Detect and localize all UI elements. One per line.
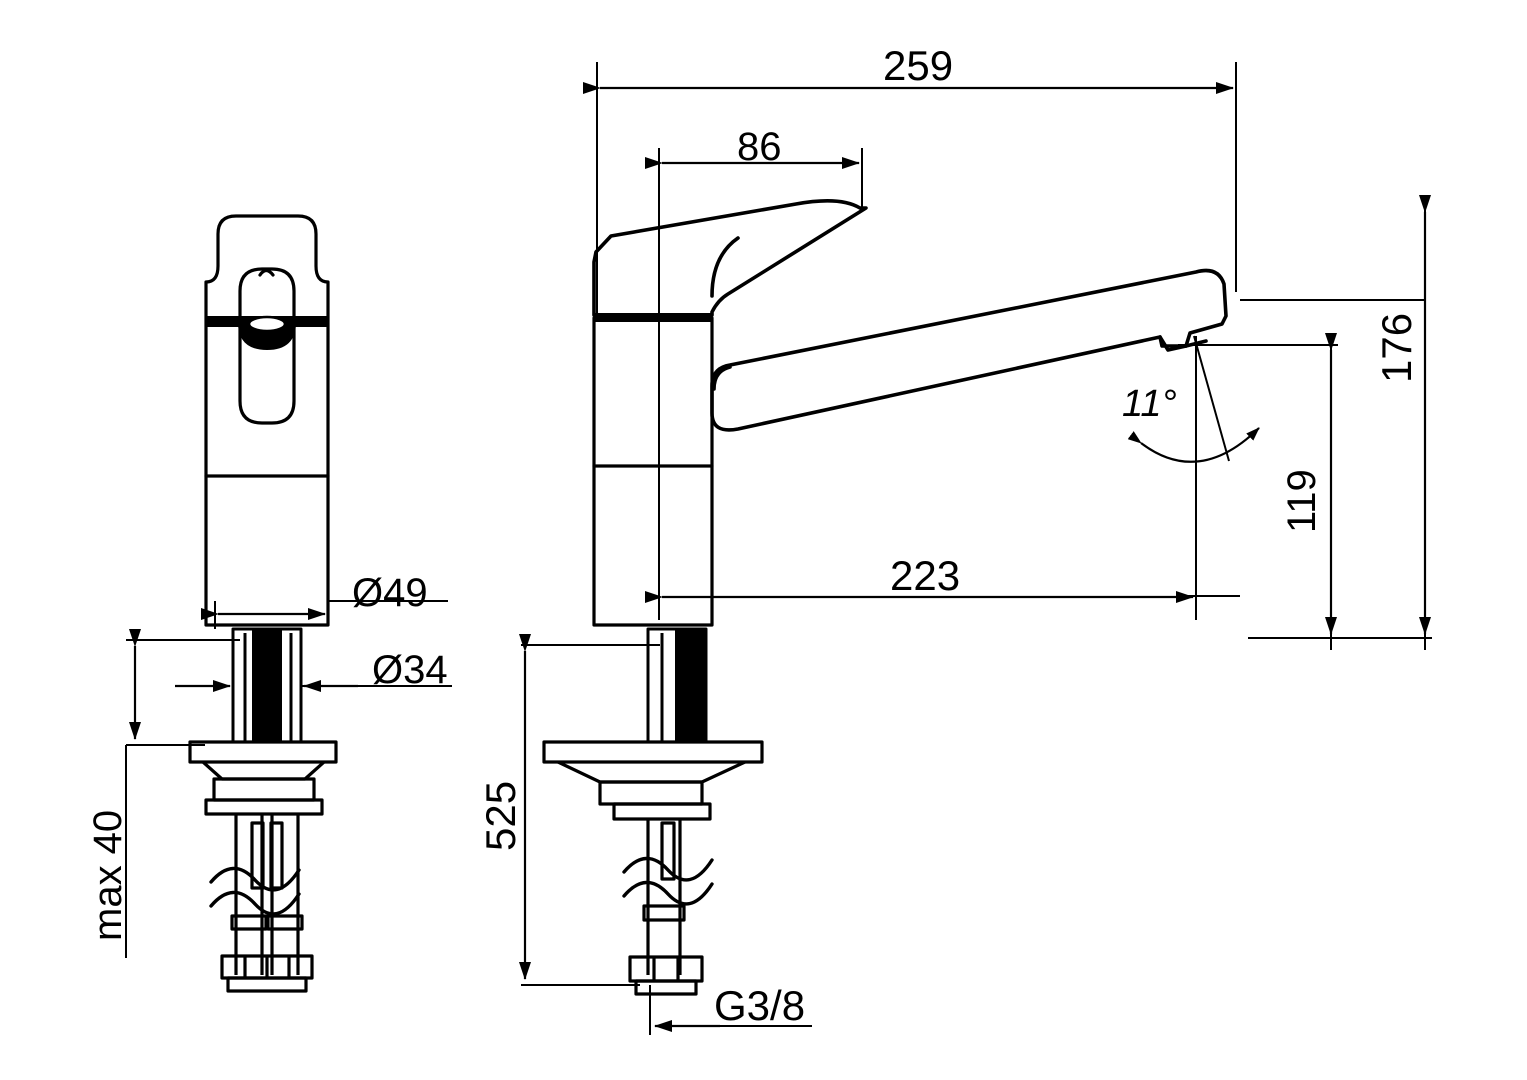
front-elevation-lever (238, 267, 296, 425)
dimension-label-11deg: 11° (1122, 383, 1177, 425)
dimension-label-86: 86 (737, 125, 782, 169)
side-elevation-mounting-assembly (542, 740, 764, 821)
front-elevation-connector-nuts (220, 954, 314, 993)
dimension-label-525: 525 (477, 780, 524, 851)
angle-arc (1127, 427, 1260, 463)
dimension-label-176: 176 (1373, 312, 1420, 383)
side-elevation-collar-band (594, 313, 712, 322)
dimension-label-max40: max 40 (86, 809, 130, 941)
dimension-label-119: 119 (1280, 469, 1324, 533)
front-elevation-hoses (230, 814, 304, 975)
angle-dimension-11deg (1127, 335, 1260, 620)
side-elevation-connector-nut (628, 955, 704, 996)
dimension-label-g38: G3/8 (714, 982, 806, 1029)
side-elevation-body (592, 316, 714, 627)
front-elevation-body (204, 214, 330, 627)
side-elevation-break-symbol (622, 856, 714, 906)
dimension-label-259: 259 (883, 42, 954, 89)
dimension-label-223: 223 (890, 552, 961, 599)
dimension-label-d34: Ø34 (372, 648, 448, 692)
front-elevation-cartridge-cap (238, 315, 296, 350)
dimension-label-d49: Ø49 (352, 571, 428, 615)
side-elevation-shank-thread (675, 629, 706, 742)
front-elevation-shank-lines (243, 633, 293, 742)
dimension-arrow-lines (129, 82, 1431, 1032)
front-elevation-mounting-assembly (188, 740, 338, 816)
angle-slanted-line (1193, 335, 1230, 462)
side-elevation-hose (642, 819, 686, 975)
front-elevation-break-symbol (209, 866, 301, 916)
front-elevation-shank-thread (252, 629, 282, 742)
side-elevation-lever-handle (592, 199, 868, 317)
